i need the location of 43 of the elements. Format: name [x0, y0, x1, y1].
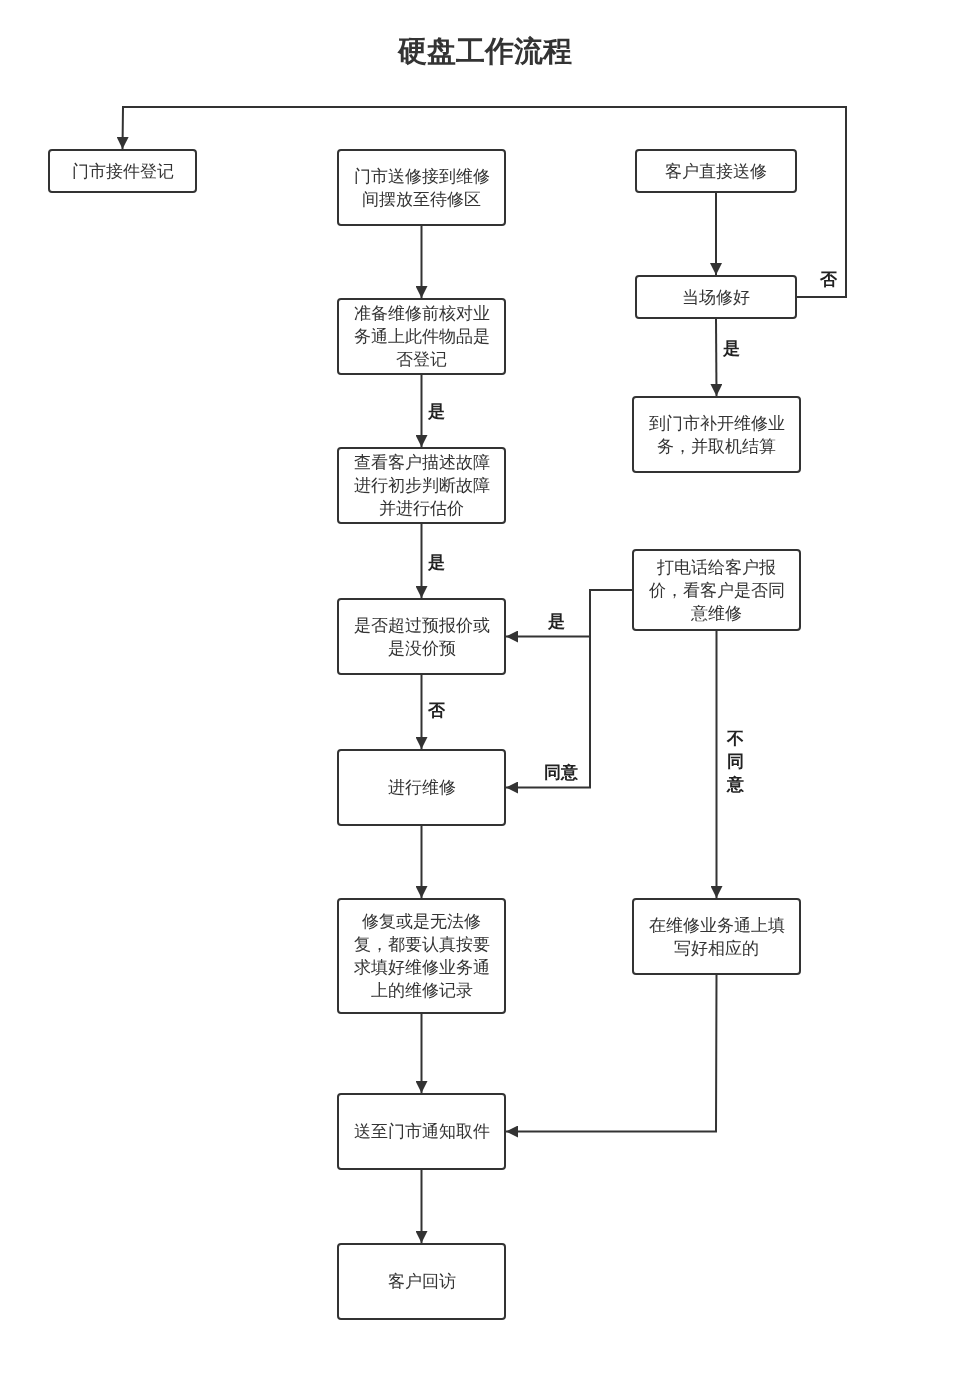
process-box: [337, 149, 506, 226]
node-text: 打电话给客户报价，看客户是否同意维修: [647, 556, 786, 625]
arrow: [116, 106, 847, 298]
arrow: [415, 825, 428, 899]
process-box: [635, 275, 797, 319]
arrow: [505, 974, 718, 1138]
arrow: [415, 1169, 428, 1244]
arrow: [415, 374, 428, 448]
arrow: [710, 192, 722, 276]
node-text: 门市送修接到维修间摆放至待修区: [352, 165, 491, 211]
arrow: [415, 225, 428, 299]
node-text: 进行维修: [387, 777, 456, 799]
process-box: [337, 1093, 506, 1170]
process-box: [632, 898, 801, 975]
process-box: [337, 1243, 506, 1320]
node-text: 门市接件登记: [71, 160, 174, 183]
node-text: 客户直接送修: [665, 160, 767, 183]
arrow: [415, 523, 428, 599]
node-text: 查看客户描述故障进行初步判断故障并进行估价: [352, 452, 491, 520]
arrow: [710, 318, 723, 397]
process-box: [337, 447, 506, 524]
node-text: 到门市补开维修业务，并取机结算: [647, 412, 786, 458]
arrow: [710, 630, 723, 899]
node-text: 在维修业务通上填写好相应的: [647, 914, 786, 960]
node-text: 当场修好: [682, 286, 750, 309]
node-text: 准备维修前核对业务通上此件物品是否登记: [352, 303, 491, 371]
process-box: [337, 298, 506, 375]
arrow: [415, 674, 428, 750]
node-text: 是否超过预报价或是没价预: [352, 614, 491, 660]
node-text: 修复或是无法修复，都要认真按要求填好维修业务通上的维修记录: [352, 911, 491, 1002]
node-text: 客户回访: [387, 1271, 456, 1293]
arrow: [415, 1013, 428, 1094]
diagram-title: 硬盘工作流程: [396, 33, 573, 70]
arrow: [505, 589, 633, 794]
process-box: [337, 749, 506, 826]
process-box: [635, 149, 797, 193]
process-box: [337, 898, 506, 1014]
node-text: 送至门市通知取件: [353, 1121, 490, 1143]
process-box: [632, 396, 801, 473]
edge-label: 同意: [543, 760, 579, 784]
process-box: [632, 549, 801, 631]
process-box: [48, 149, 197, 193]
process-box: [337, 598, 506, 675]
